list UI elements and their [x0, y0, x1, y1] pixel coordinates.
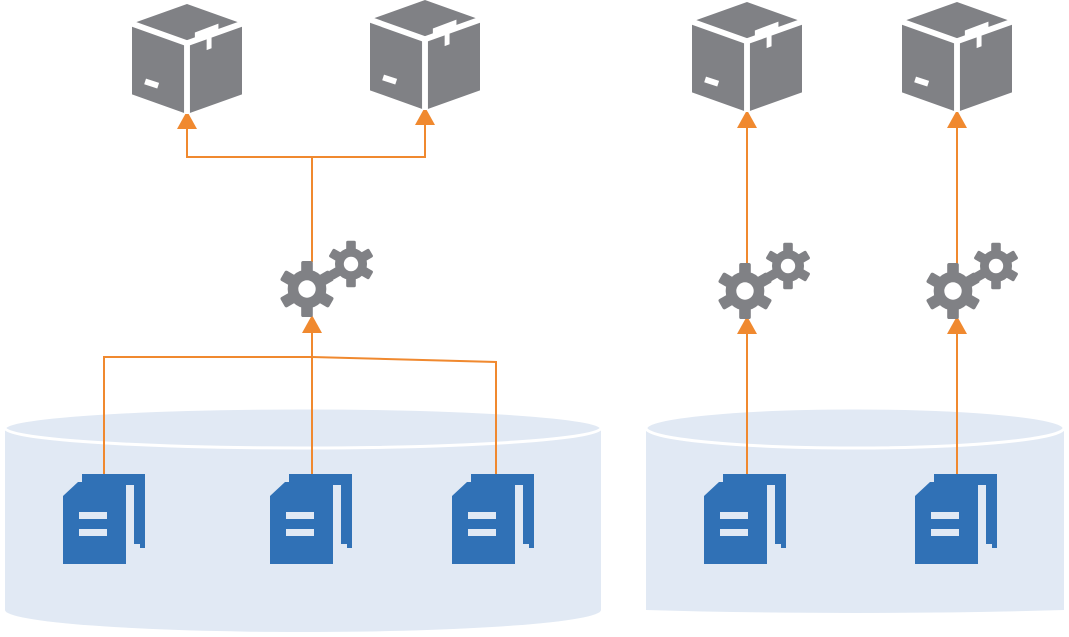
package-icon — [370, 0, 480, 110]
arrowhead-icon — [177, 111, 197, 129]
connector-doc3-to-process — [311, 356, 497, 477]
outputs — [132, 0, 1012, 114]
package-icon — [132, 4, 242, 114]
databases — [3, 406, 1066, 632]
gears-icon — [925, 242, 1019, 320]
connector-branch-to-package1 — [186, 124, 426, 158]
processes — [279, 240, 1019, 320]
arrowhead-icon — [415, 107, 435, 125]
arrowheads — [177, 107, 967, 334]
arrowhead-icon — [737, 316, 757, 334]
gears-icon — [717, 242, 811, 320]
gears-icon — [279, 240, 374, 318]
arrowhead-icon — [302, 315, 322, 333]
arrowhead-icon — [737, 110, 757, 128]
package-icon — [692, 2, 802, 112]
arrowhead-icon — [947, 316, 967, 334]
arrowhead-icon — [947, 110, 967, 128]
package-icon — [902, 2, 1012, 112]
connectors — [103, 124, 958, 477]
